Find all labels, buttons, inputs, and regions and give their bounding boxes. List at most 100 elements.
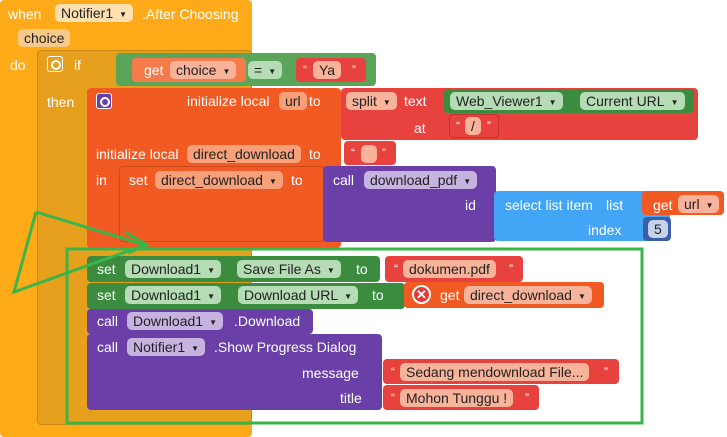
procedure-dropdown[interactable]: download_pdf ▼ [364, 171, 478, 189]
set-save-property-dropdown[interactable]: Save File As▼ [237, 260, 341, 278]
get-direct-label: get [440, 287, 460, 303]
call-download-component: Download1 [133, 313, 204, 329]
text-ya-value: Ya [319, 62, 336, 78]
do-label: do [10, 57, 26, 73]
split-dropdown[interactable]: split ▼ [346, 92, 397, 110]
call-pdf-label: call [333, 172, 355, 188]
text-slash-field[interactable]: / [465, 117, 481, 135]
text-title-field[interactable]: Mohon Tunggu ! [400, 389, 514, 407]
quote-close-icon: ” [604, 365, 608, 379]
get-url-label: get [653, 197, 673, 213]
chevron-down-icon: ▼ [705, 201, 714, 210]
operator-dropdown[interactable]: =▼ [248, 61, 283, 79]
quote-open-icon: “ [391, 391, 395, 405]
gear-icon[interactable] [47, 56, 63, 72]
set-url-component: Download1 [131, 287, 202, 303]
web-viewer-dropdown[interactable]: Web_Viewer1 ▼ [450, 92, 563, 110]
set-url-property-dropdown[interactable]: Download URL ▼ [238, 286, 359, 304]
quote-close-icon: ” [382, 146, 386, 160]
event-component-label: Notifier1 [61, 5, 114, 21]
set-url-property: Download URL [244, 287, 339, 303]
chevron-down-icon: ▼ [207, 266, 215, 275]
chevron-down-icon: ▼ [326, 266, 335, 275]
chevron-down-icon: ▼ [209, 318, 217, 327]
local-direct-to-label: to [309, 146, 321, 162]
text-dokumen-value: dokumen.pdf [409, 261, 490, 277]
quote-close-icon: ” [487, 119, 491, 133]
get-direct-var: direct_download [470, 287, 572, 303]
quote-close-icon: ” [352, 63, 356, 77]
web-viewer-label: Web_Viewer1 [456, 93, 543, 109]
chevron-down-icon: ▼ [548, 98, 557, 107]
get-direct-dropdown[interactable]: direct_download ▼ [464, 286, 592, 304]
text-ya-field[interactable]: Ya [313, 61, 342, 79]
local-url-label: initialize local [187, 93, 270, 109]
call-progress-label: call [97, 339, 119, 355]
call-download-method: .Download [234, 313, 301, 329]
current-url-label: Current URL [586, 93, 665, 109]
text-title-value: Mohon Tunggu ! [406, 390, 508, 406]
text-dokumen-field[interactable]: dokumen.pdf [403, 260, 496, 278]
set-url-component-dropdown[interactable]: Download1 ▼ [125, 286, 221, 304]
local-direct-var[interactable]: direct_download [187, 145, 301, 163]
quote-close-icon: ” [509, 262, 513, 276]
number-value: 5 [654, 221, 662, 237]
empty-text-field[interactable] [361, 145, 377, 163]
quote-open-icon: “ [391, 365, 395, 379]
set-save-component-dropdown[interactable]: Download1 ▼ [125, 260, 221, 278]
procedure-label: download_pdf [370, 172, 458, 188]
chevron-down-icon: ▼ [382, 98, 391, 107]
chevron-down-icon: ▼ [191, 344, 200, 353]
local-url-var[interactable]: url [279, 92, 307, 110]
chevron-down-icon: ▼ [222, 67, 231, 76]
then-label: then [47, 94, 75, 110]
if-label: if [74, 57, 81, 73]
call-progress-component-dropdown[interactable]: Notifier1▼ [127, 338, 206, 356]
number-field[interactable]: 5 [648, 220, 668, 238]
set-url-to-label: to [372, 287, 384, 303]
quote-open-icon: “ [456, 119, 460, 133]
chevron-down-icon: ▼ [670, 98, 679, 107]
chevron-down-icon: ▼ [268, 67, 277, 76]
index-label: index [588, 222, 622, 238]
quote-open-icon: “ [303, 63, 307, 77]
get-choice-var: choice [176, 62, 217, 78]
local-direct-var-label: direct_download [193, 146, 295, 162]
text-message-field[interactable]: Sedang mendownload File... [400, 363, 590, 381]
select-list-item-block[interactable] [494, 191, 670, 241]
chevron-down-icon: ▼ [207, 292, 215, 301]
split-at-label: at [414, 120, 426, 136]
chevron-down-icon: ▼ [344, 292, 353, 301]
text-slash-value: / [471, 118, 475, 134]
gear-icon[interactable] [96, 93, 112, 109]
quote-close-icon: ” [525, 391, 529, 405]
title-label: title [340, 390, 362, 406]
event-component-dropdown[interactable]: Notifier1 ▼ [55, 4, 134, 22]
param-choice-label: choice [24, 30, 65, 46]
local-url-to-label: to [309, 93, 321, 109]
local-direct-label: initialize local [96, 146, 179, 162]
quote-open-icon: “ [394, 262, 398, 276]
chevron-down-icon: ▼ [119, 10, 128, 19]
set-direct-dropdown[interactable]: direct_download▼ [155, 171, 283, 189]
split-text-label: text [404, 93, 427, 109]
param-choice[interactable]: choice [18, 29, 71, 47]
set-direct-var: direct_download [161, 172, 263, 188]
call-progress-method: .Show Progress Dialog [214, 339, 357, 355]
chevron-down-icon: ▼ [577, 292, 586, 301]
get-url-dropdown[interactable]: url▼ [678, 195, 720, 213]
call-download-component-dropdown[interactable]: Download1 ▼ [127, 312, 223, 330]
local-url-var-label: url [285, 93, 301, 109]
get-choice-dropdown[interactable]: choice ▼ [170, 61, 237, 79]
chevron-down-icon: ▼ [463, 177, 472, 186]
error-icon[interactable]: ✕ [412, 285, 431, 304]
get-label: get [144, 62, 164, 78]
event-name-label: .After Choosing [142, 6, 239, 22]
split-label: split [352, 93, 377, 109]
call-download-label: call [97, 313, 119, 329]
current-url-dropdown[interactable]: Current URL ▼ [580, 92, 685, 110]
set-url-label: set [97, 287, 116, 303]
set-save-component: Download1 [131, 261, 202, 277]
id-label: id [465, 197, 476, 213]
list-label: list [606, 197, 624, 213]
